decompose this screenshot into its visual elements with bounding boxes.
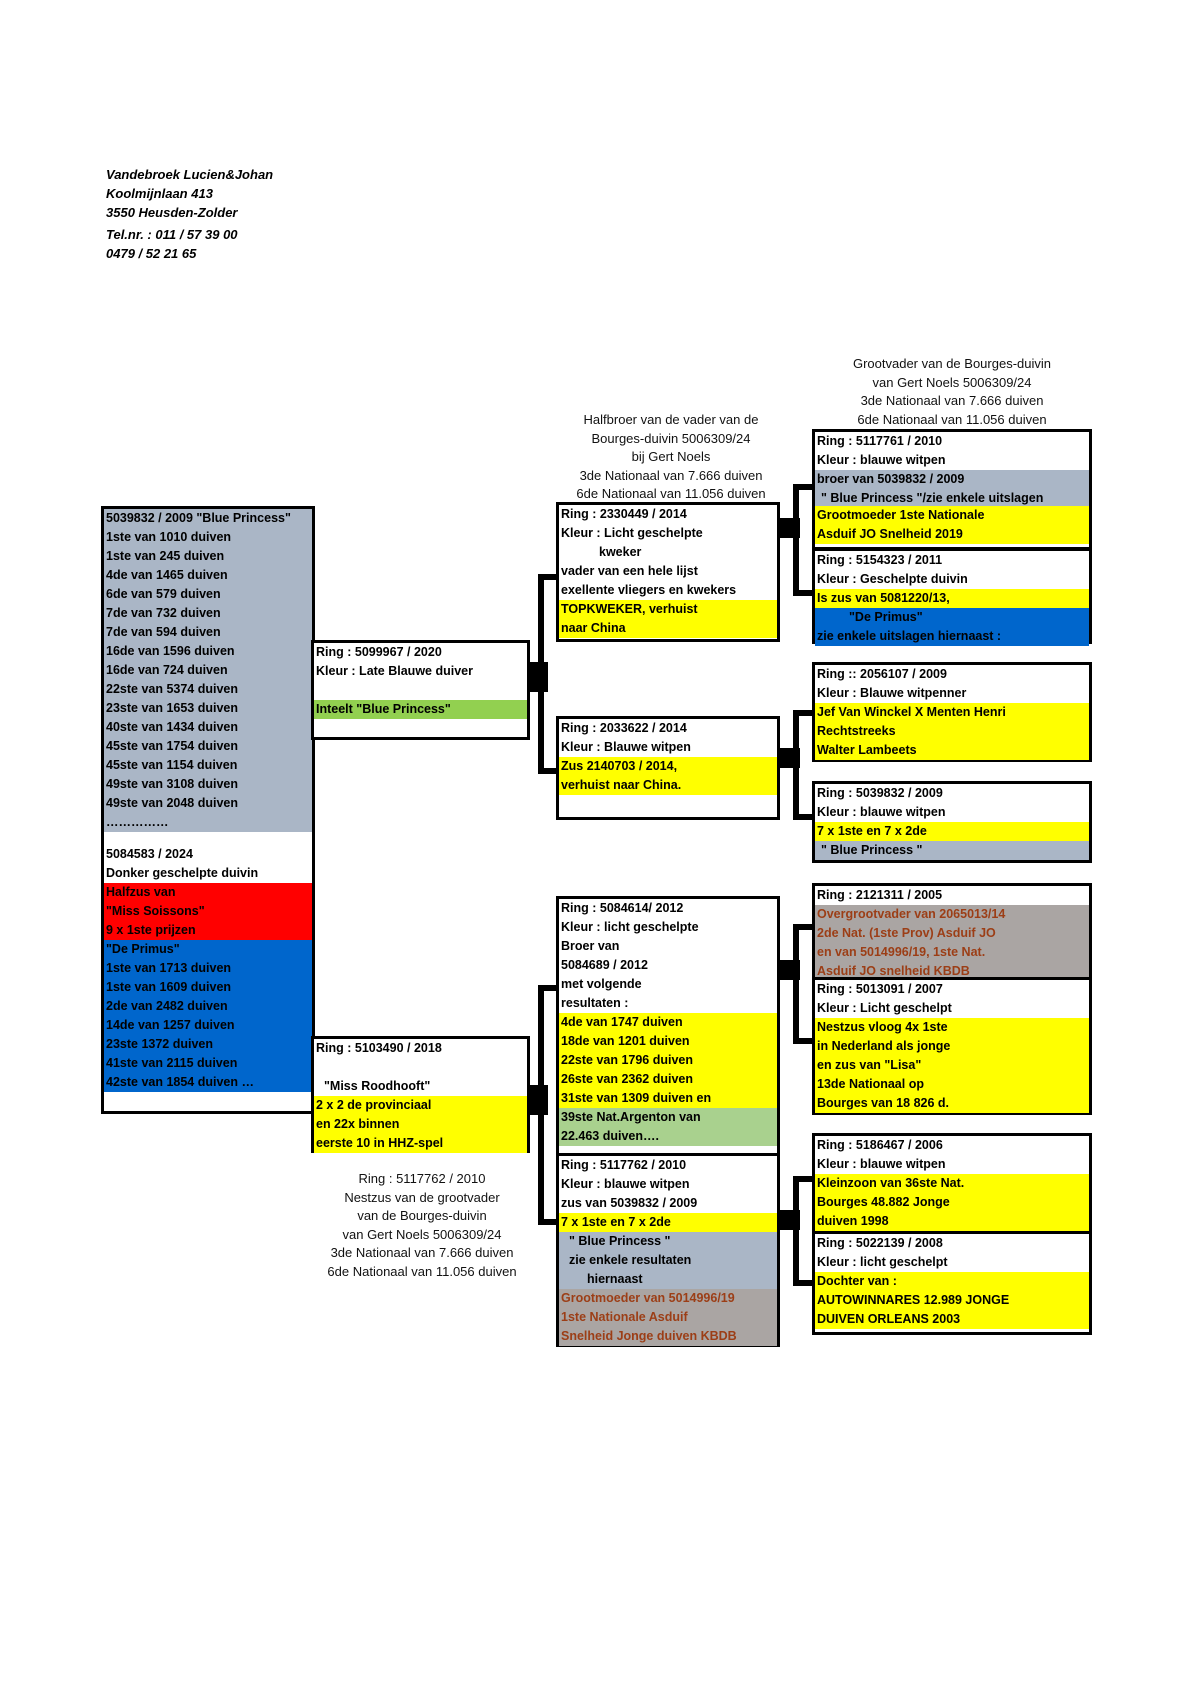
connector-mm-stem xyxy=(793,1176,799,1286)
breeder-phone: Tel.nr. : 011 / 57 39 00 xyxy=(106,227,238,242)
mother-name: "Miss Roodhooft" xyxy=(324,1079,431,1093)
mother-blank xyxy=(314,1058,527,1077)
subject-blue-section: "De Primus" 1ste van 1713 duiven 1ste va… xyxy=(104,940,312,1092)
mother-card: Ring : 5103490 / 2018 "Miss Roodhooft" 2… xyxy=(311,1036,530,1153)
father-note: Inteelt "Blue Princess" xyxy=(314,700,527,719)
connector-father-stem xyxy=(538,574,544,774)
connector-ffm xyxy=(793,590,813,596)
ggp-mff-card: Ring : 2121311 / 2005 Overgrootvader van… xyxy=(812,883,1092,981)
breeder-name: Vandebroek Lucien&Johan xyxy=(106,167,274,182)
connector-mf xyxy=(538,985,558,991)
subject-ring: 5084583 / 2024 xyxy=(106,847,193,861)
connector-ff xyxy=(538,574,558,580)
sire-dam-card: Ring : 2033622 / 2014 Kleur : Blauwe wit… xyxy=(556,716,780,820)
connector-fmm xyxy=(793,814,813,820)
mother-ring: Ring : 5103490 / 2018 xyxy=(316,1041,442,1055)
connector-fm xyxy=(538,768,558,774)
ggp-fff-lower: Grootmoeder 1ste Nationale Asduif JO Sne… xyxy=(812,506,1092,550)
ggp-mmm-card: Ring : 5022139 / 2008 Kleur : licht gesc… xyxy=(812,1231,1092,1335)
breeder-mobile: 0479 / 52 21 65 xyxy=(106,246,197,261)
connector-fm-stem xyxy=(793,710,799,820)
note-top-right: Grootvader van de Bourges-duivin van Ger… xyxy=(852,356,1051,427)
connector-mm xyxy=(538,1219,558,1225)
subject-grey-section: 5039832 / 2009 "Blue Princess" 1ste van … xyxy=(104,509,312,832)
dam-dam-grey-section: " Blue Princess " zie enkele resultaten … xyxy=(559,1232,777,1289)
connector-mff xyxy=(793,924,813,930)
note-top-mid: Halfbroer van de vader van de Bourges-du… xyxy=(576,412,766,501)
dam-sire-card: Ring : 5084614/ 2012 Kleur : licht gesch… xyxy=(556,896,780,1156)
sire-sire-card: Ring : 2330449 / 2014 Kleur : Licht gesc… xyxy=(556,502,780,642)
note-bottom-left: Ring : 5117762 / 2010 Nestzus van de gro… xyxy=(327,1171,517,1279)
connector-fff xyxy=(793,484,813,490)
breeder-city: 3550 Heusden-Zolder xyxy=(106,205,238,220)
connector-mf-stem xyxy=(793,924,799,1044)
connector-fmf xyxy=(793,710,813,716)
breeder-street: Koolmijnlaan 413 xyxy=(106,186,213,201)
connector-mmm xyxy=(793,1280,813,1286)
ggp-fmf-card: Ring :: 2056107 / 2009 Kleur : Blauwe wi… xyxy=(812,662,1092,762)
subject-color: Donker geschelpte duivin xyxy=(106,866,259,880)
connector-mother-stem xyxy=(538,985,544,1225)
connector-mfm xyxy=(793,1038,813,1044)
father-ring: Ring : 5099967 / 2020 xyxy=(316,645,442,659)
ggp-mfm-card: Ring : 5013091 / 2007 Kleur : Licht gesc… xyxy=(812,977,1092,1115)
subject-pigeon-card: 5039832 / 2009 "Blue Princess" 1ste van … xyxy=(101,506,315,1114)
subject-red-section: Halfzus van "Miss Soissons" 9 x 1ste pri… xyxy=(104,883,312,940)
ggp-mmf-card: Ring : 5186467 / 2006 Kleur : blauwe wit… xyxy=(812,1133,1092,1233)
father-blank xyxy=(314,681,527,700)
connector-mmf xyxy=(793,1176,813,1182)
father-color: Kleur : Late Blauwe duiver xyxy=(316,664,473,678)
father-card: Ring : 5099967 / 2020 Kleur : Late Blauw… xyxy=(311,640,530,740)
ggp-fmm-card: Ring : 5039832 / 2009 Kleur : blauwe wit… xyxy=(812,781,1092,863)
dam-dam-card: Ring : 5117762 / 2010 Kleur : blauwe wit… xyxy=(556,1153,780,1347)
ggp-ffm-card: Ring : 5154323 / 2011 Kleur : Geschelpte… xyxy=(812,548,1092,646)
subject-spacer xyxy=(104,832,312,845)
connector-ff-stem xyxy=(793,484,799,594)
